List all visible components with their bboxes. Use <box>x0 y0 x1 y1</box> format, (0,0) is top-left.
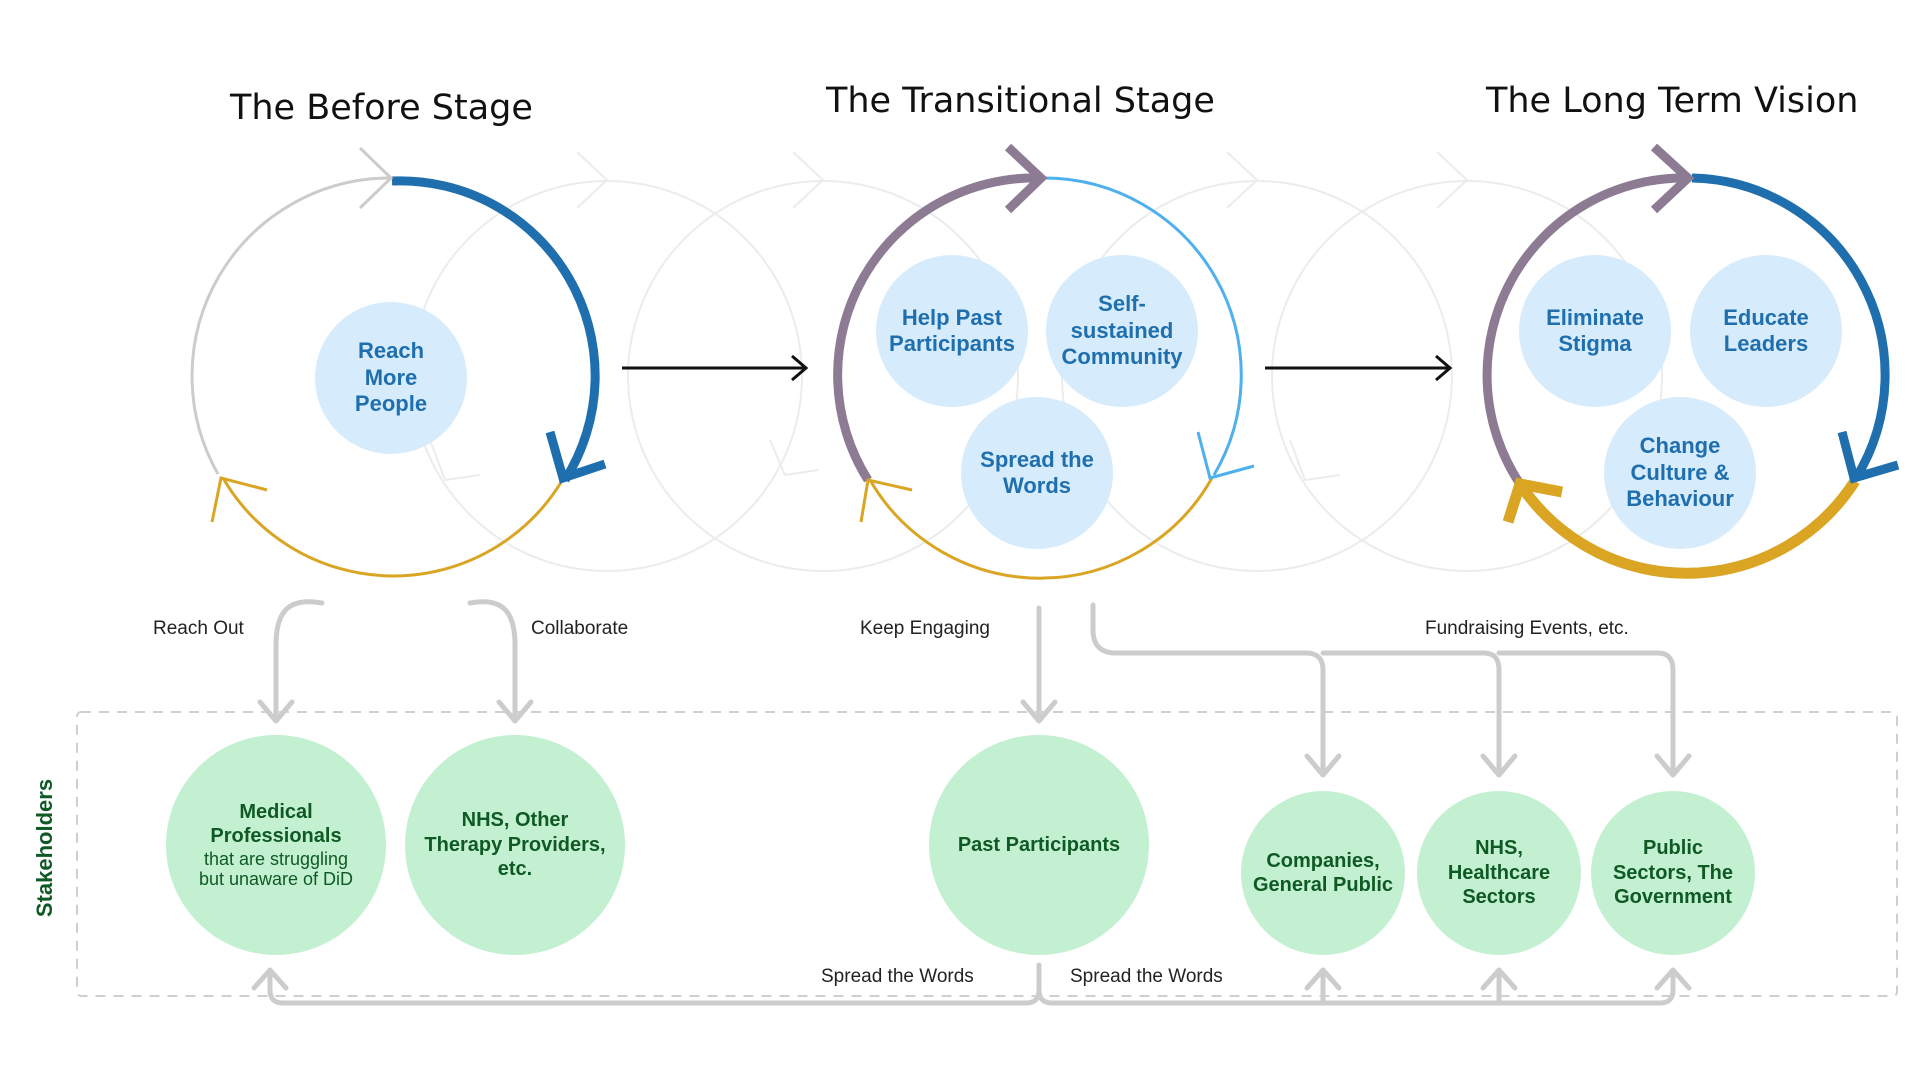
goal-self-sustained-community: Self- sustained Community <box>1046 255 1198 407</box>
before-cycle-grey-arc <box>190 176 393 475</box>
label-reach-out: Reach Out <box>153 618 244 639</box>
stakeholder-medical-professionals: Medical Professionals that are strugglin… <box>166 735 386 955</box>
before-stage-title: The Before Stage <box>230 88 533 128</box>
stakeholders-frame <box>76 711 1898 997</box>
before-gold-arrowhead <box>210 476 268 523</box>
vision-gold-arrowhead <box>1502 477 1564 524</box>
before-grey-arrowhead <box>358 146 394 210</box>
goal-change-culture-behaviour: Change Culture & Behaviour <box>1604 397 1756 549</box>
vision-blue-arrowhead <box>1837 430 1900 484</box>
goal-eliminate-stigma: Eliminate Stigma <box>1519 255 1671 407</box>
transitional-gold-arrowhead <box>859 478 913 523</box>
medical-note: that are struggling but unaware of DiD <box>198 848 354 890</box>
label-fundraising: Fundraising Events, etc. <box>1425 618 1629 639</box>
label-spread-right: Spread the Words <box>1070 966 1223 987</box>
label-collaborate: Collaborate <box>531 618 629 639</box>
transitional-lightblue-arc <box>1043 176 1243 476</box>
transitional-purple-arrowhead <box>1004 143 1048 214</box>
goal-educate-leaders: Educate Leaders <box>1690 255 1842 407</box>
fundraising-connector <box>1090 602 1326 773</box>
reach-out-connector <box>273 599 325 721</box>
transitional-gold-arc <box>868 477 1214 580</box>
stage-arrows <box>622 354 1453 382</box>
stakeholder-public-government: Public Sectors, The Government <box>1591 791 1755 955</box>
before-blue-arrowhead <box>545 430 607 484</box>
stakeholders-title: Stakeholders <box>32 778 57 918</box>
vision-gold-arc <box>1515 478 1860 579</box>
label-keep-engaging: Keep Engaging <box>860 618 990 639</box>
goal-reach-more-people: Reach More People <box>315 302 467 454</box>
goal-help-past-participants: Help Past Participants <box>876 255 1028 407</box>
stakeholder-past-participants: Past Participants <box>929 735 1149 955</box>
medical-name: Medical Professionals <box>210 800 342 848</box>
transitional-stage-title: The Transitional Stage <box>826 81 1215 121</box>
collaborate-connector <box>467 599 518 721</box>
vision-blue-arc <box>1691 173 1890 481</box>
ghost-cycles <box>411 151 1663 572</box>
vision-purple-arrowhead <box>1650 143 1695 214</box>
before-cycle <box>190 146 607 578</box>
label-spread-left: Spread the Words <box>821 966 974 987</box>
goal-spread-the-words: Spread the Words <box>961 397 1113 549</box>
stakeholder-nhs-healthcare: NHS, Healthcare Sectors <box>1417 791 1581 955</box>
stakeholder-nhs-other-therapy: NHS, Other Therapy Providers, etc. <box>405 735 625 955</box>
stakeholder-companies-public: Companies, General Public <box>1241 791 1405 955</box>
transitional-cycle <box>833 143 1255 580</box>
vision-stage-title: The Long Term Vision <box>1486 81 1859 121</box>
transitional-purple-arc <box>833 173 1041 483</box>
before-cycle-blue-arc <box>391 176 600 483</box>
transitional-lightblue-arrowhead <box>1196 431 1255 480</box>
spread-right-connector <box>1036 969 1676 1006</box>
vision-cycle <box>1482 143 1900 579</box>
vision-purple-arc <box>1482 173 1689 487</box>
before-cycle-gold-arc <box>221 477 565 578</box>
